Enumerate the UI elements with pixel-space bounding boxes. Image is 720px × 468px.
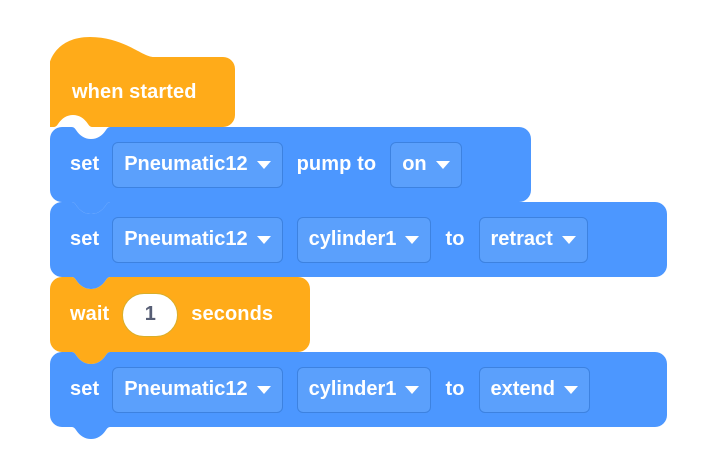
set-extend-prefix: set [70,378,100,400]
set-retract-prefix: set [70,228,100,250]
chevron-down-icon [405,235,420,244]
block-when-started[interactable]: when started [50,33,235,127]
dropdown-device-pneumatic12-retract[interactable]: Pneumatic12 [112,216,283,263]
chevron-down-icon [435,160,450,169]
dropdown-port-label: cylinder1 [308,228,397,250]
set-pump-prefix: set [70,153,100,175]
dropdown-device-pneumatic12-pump[interactable]: Pneumatic12 [112,141,283,188]
when-started-label: when started [72,80,197,103]
set-extend-middle-label: to [445,378,465,400]
dropdown-port-cylinder1-extend[interactable]: cylinder1 [296,366,432,413]
dropdown-port-cylinder1-retract[interactable]: cylinder1 [296,216,432,263]
chevron-down-icon [256,235,271,244]
dropdown-cylinder-state-label: retract [490,228,553,250]
chevron-down-icon [561,235,576,244]
dropdown-cylinder-state-extend[interactable]: extend [478,366,590,413]
set-pump-middle-label: pump to [296,153,377,175]
chevron-down-icon [563,385,578,394]
dropdown-cylinder-state-label: extend [490,378,555,400]
when-started-shape [50,37,235,127]
wait-seconds-shape [50,277,310,364]
dropdown-device-pneumatic12-extend[interactable]: Pneumatic12 [112,366,283,413]
dropdown-cylinder-state-retract[interactable]: retract [478,216,588,263]
chevron-down-icon [256,160,271,169]
chevron-down-icon [405,385,420,394]
dropdown-device-label: Pneumatic12 [124,153,248,175]
wait-prefix-label: wait [70,303,110,325]
wait-duration-value: 1 [144,303,156,325]
dropdown-pump-state-label: on [402,153,427,175]
wait-duration-input[interactable]: 1 [122,292,179,337]
dropdown-device-label: Pneumatic12 [124,378,248,400]
chevron-down-icon [256,385,271,394]
block-set-cylinder-retract[interactable]: set Pneumatic12 cylinder1 to retract [50,202,667,289]
wait-suffix-label: seconds [191,303,274,325]
dropdown-port-label: cylinder1 [308,378,397,400]
set-retract-middle-label: to [445,228,465,250]
dropdown-pump-state[interactable]: on [390,141,462,188]
block-wait-seconds[interactable]: wait 1 seconds [50,277,310,364]
block-set-pump[interactable]: set Pneumatic12 pump to on [50,127,531,214]
dropdown-device-label: Pneumatic12 [124,228,248,250]
block-set-cylinder-extend[interactable]: set Pneumatic12 cylinder1 to extend [50,352,667,439]
